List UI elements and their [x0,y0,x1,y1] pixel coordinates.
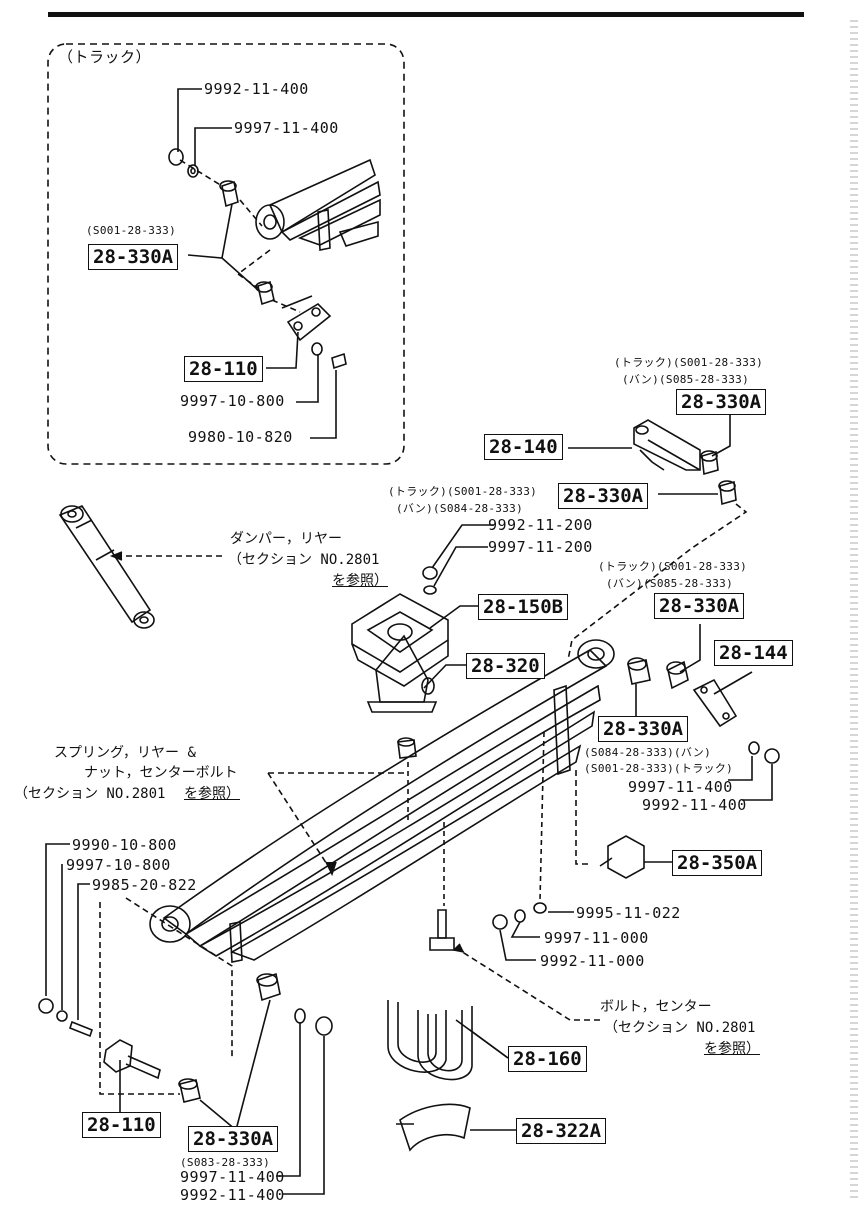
bumper-28-350A [599,835,645,879]
note-upper2-2: (バン)(S084-28-333) [396,502,523,515]
spring-line2: ナット，センターボルト [84,765,238,781]
washer-9997-11-200 [423,585,437,595]
label-9992-11-400: 9992-11-400 [204,80,309,98]
rear-damper [58,505,155,629]
note-mount-2: (バン)(S085-28-333) [606,577,733,590]
note-spring-1: (S084-28-333)(バン) [584,746,711,759]
nut-9990-10-800 [38,998,54,1014]
nut-rear [764,748,780,764]
spring-line1: スプリング，リヤー & [54,745,196,761]
top-rule [48,12,804,17]
box-28-330A-mount[interactable]: 28-330A [654,593,745,619]
box-28-322A[interactable]: 28-322A [516,1118,607,1144]
bushing-front-1 [179,1079,201,1103]
washer-rear [748,741,760,755]
label-9992-11-400-b: 9992-11-400 [642,796,747,814]
inset-spring [255,158,381,251]
box-28-110-front[interactable]: 28-110 [82,1112,161,1138]
label-9997-10-800-b: 9997-10-800 [66,856,171,874]
label-9997-11-000: 9997-11-000 [544,929,649,947]
note-upper2-1: (トラック)(S001-28-333) [388,485,538,498]
bolt-line2: （セクション NO.2801 [604,1020,756,1036]
label-9990-10-800: 9990-10-800 [72,836,177,854]
washer-9997-11-000 [514,909,526,923]
label-9985-20-822: 9985-20-822 [92,876,197,894]
mount-plate-28-150B [351,593,449,687]
box-28-140[interactable]: 28-140 [484,434,563,460]
box-28-330A-spring[interactable]: 28-330A [598,716,689,742]
bushing-upper-b [719,480,737,506]
label-9997-11-400-b: 9997-11-400 [628,778,733,796]
bolt-line1: ボルト，センター [600,999,712,1015]
note-upper-2: (バン)(S085-28-333) [622,373,749,386]
bushing-front-2 [257,972,281,1002]
label-9992-11-200: 9992-11-200 [488,516,593,534]
label-9992-11-400-c: 9992-11-400 [180,1186,285,1204]
washer-front [294,1008,306,1024]
nut-9992-11-200 [422,566,438,580]
inset-washer-2 [311,342,323,356]
box-28-150B[interactable]: 28-150B [478,594,569,620]
pin-28-110 [103,1039,161,1080]
box-28-330A-front[interactable]: 28-330A [188,1126,279,1152]
box-28-160[interactable]: 28-160 [508,1046,587,1072]
inset-nut [168,148,184,166]
center-nut [397,739,417,759]
box-28-330A-upper2[interactable]: 28-330A [558,483,649,509]
pad-28-322A [396,1103,471,1152]
label-9992-11-000: 9992-11-000 [540,952,645,970]
box-28-350A[interactable]: 28-350A [672,850,763,876]
center-bolt [429,909,455,951]
box-28-330A-upper[interactable]: 28-330A [676,389,767,415]
label-9995-11-022: 9995-11-022 [576,904,681,922]
label-9997-11-200: 9997-11-200 [488,538,593,556]
plate-28-144 [692,678,738,728]
note-mount-1: (トラック)(S001-28-333) [598,560,748,573]
bushing-c1 [627,659,651,685]
u-bolt-28-160 [387,1000,473,1081]
note-upper-1: (トラック)(S001-28-333) [614,356,764,369]
nut-9992-11-000 [492,914,508,930]
washer-9997-10-800 [56,1010,68,1022]
box-28-110-inset[interactable]: 28-110 [184,356,263,382]
label-9997-11-400: 9997-11-400 [234,119,339,137]
shackle-28-140 [633,419,701,471]
label-9997-11-400-c: 9997-11-400 [180,1168,285,1186]
damper-line2: （セクション NO.2801 [228,552,380,568]
bolt-9985-20-822 [69,1020,93,1038]
damper-line3: を参照） [332,573,388,589]
bolt-line3: を参照） [704,1041,760,1057]
scan-edge [850,20,858,1200]
inset-plate [286,302,332,342]
inset-title: （トラック） [58,48,152,66]
label-9980-10-820: 9980-10-820 [188,428,293,446]
bushing-c2 [667,660,689,690]
spring-line3b: を参照） [184,786,240,802]
bushing-upper-a [701,450,719,476]
note-front: (S083-28-333) [180,1156,270,1169]
inset-frame [47,43,405,465]
nut-front [315,1016,333,1036]
bump-stopper-28-320 [366,634,438,713]
inset-bolt [331,352,347,370]
note-spring-2: (S001-28-333)(トラック) [584,762,734,775]
washer-9995 [533,902,547,914]
box-28-330A-inset[interactable]: 28-330A [88,244,179,270]
spring-line3: （セクション NO.2801 [14,786,166,802]
damper-line1: ダンパー，リヤー [230,531,342,547]
label-9997-10-800: 9997-10-800 [180,392,285,410]
inset-bushing [221,180,239,208]
box-28-320[interactable]: 28-320 [466,653,545,679]
inset-sub-code: (S001-28-333) [86,224,176,237]
box-28-144[interactable]: 28-144 [714,640,793,666]
